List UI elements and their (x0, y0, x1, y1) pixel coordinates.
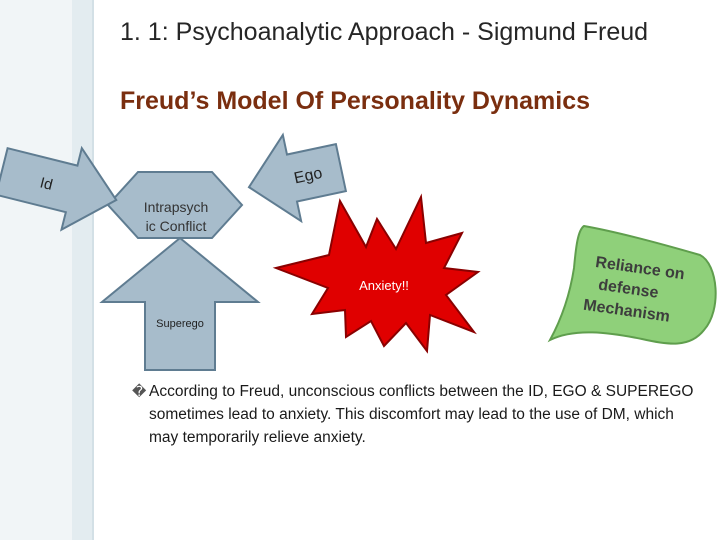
id-arrow: Id (0, 145, 118, 232)
anxiety-label: Anxiety!! (359, 278, 409, 293)
superego-arrow (99, 236, 261, 371)
conflict-label-line1: Intrapsych (144, 199, 209, 215)
conflict-label-line2: ic Conflict (146, 218, 207, 234)
id-label: Id (38, 174, 54, 194)
ego-label: Ego (293, 165, 324, 188)
ego-arrow: Ego (247, 132, 348, 224)
bullet-marker: � (132, 383, 147, 399)
slide-subtitle: Freud’s Model Of Personality Dynamics (120, 87, 591, 115)
reliance-blob (547, 224, 717, 345)
left-decor-band-inner (72, 0, 92, 540)
explanation-text: According to Freud, unconscious conflict… (149, 383, 694, 446)
superego-label: Superego (156, 318, 204, 330)
anxiety-burst (272, 193, 481, 354)
slide-title: 1. 1: Psychoanalytic Approach - Sigmund … (120, 18, 649, 46)
left-decor-line (92, 0, 94, 540)
left-decor-band (0, 0, 72, 540)
